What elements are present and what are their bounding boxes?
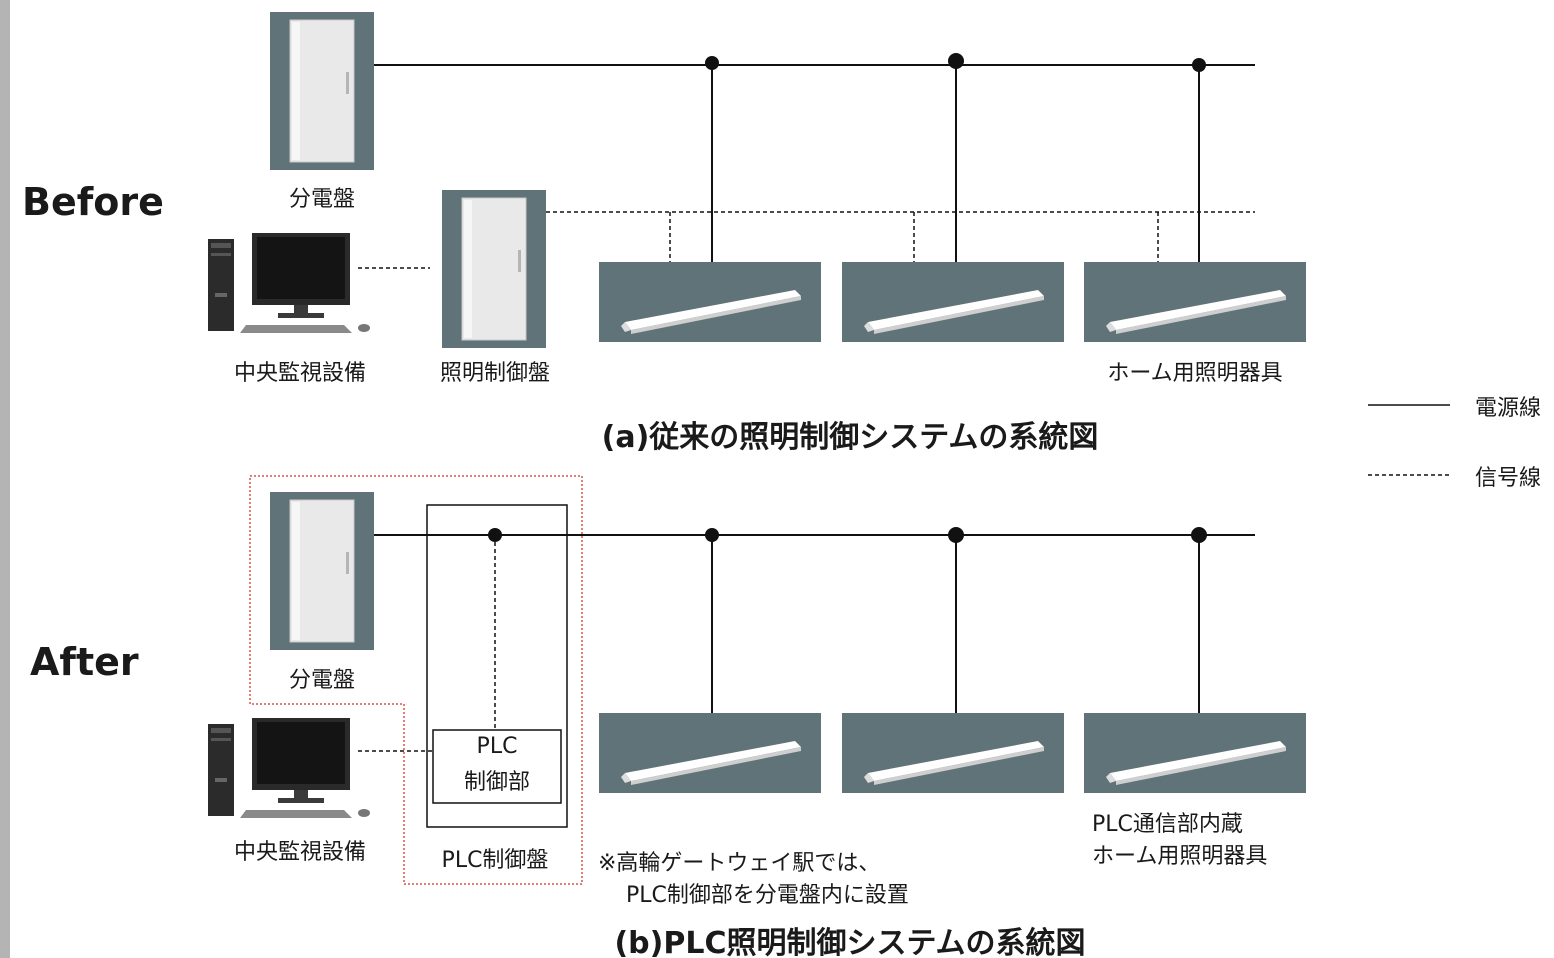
legend-lines xyxy=(1368,404,1450,476)
before-light-fixture-1 xyxy=(599,262,821,342)
plc-control-unit-label-line1: PLC xyxy=(476,734,518,759)
after-fixtures-label-line2: ホーム用照明器具 xyxy=(1092,844,1268,869)
system-diagram: Before 分電盤 中央監視設備 照明制御盤 ホーム用照明器具 (a)従来の照… xyxy=(10,0,1554,958)
after-note-line1: ※高輪ゲートウェイ駅では、 xyxy=(598,851,881,876)
after-light-fixture-3 xyxy=(1084,713,1306,793)
after-central-monitoring-pc-icon xyxy=(208,718,370,818)
before-lighting-control-panel-image xyxy=(441,189,547,349)
before-lighting-control-panel-label: 照明制御盤 xyxy=(439,361,550,386)
before-fixtures-label: ホーム用照明器具 xyxy=(1107,361,1283,386)
before-light-fixture-2 xyxy=(842,262,1064,342)
after-light-fixture-2 xyxy=(842,713,1064,793)
after-diagram xyxy=(208,475,1306,885)
after-caption: (b)PLC照明制御システムの系統図 xyxy=(614,926,1086,958)
legend-signal-line-label: 信号線 xyxy=(1475,466,1542,491)
plc-control-unit-box xyxy=(432,729,562,804)
before-signal-lines xyxy=(358,211,1255,269)
after-light-fixture-1 xyxy=(599,713,821,793)
after-junction-dots xyxy=(488,527,1207,543)
after-power-lines xyxy=(374,534,1255,713)
plc-control-panel-box xyxy=(426,504,568,828)
diagram-graphics xyxy=(208,11,1450,885)
after-distribution-board-image xyxy=(269,491,375,651)
after-red-outline xyxy=(249,475,583,885)
before-distribution-board-image xyxy=(269,11,375,171)
before-distribution-board-label: 分電盤 xyxy=(288,187,355,212)
after-heading: After xyxy=(30,640,139,684)
after-signal-lines xyxy=(358,535,496,752)
before-power-lines xyxy=(374,64,1255,262)
before-caption: (a)従来の照明制御システムの系統図 xyxy=(601,420,1099,455)
before-diagram xyxy=(208,11,1306,349)
before-central-monitoring-label: 中央監視設備 xyxy=(233,361,366,386)
after-distribution-board-label: 分電盤 xyxy=(288,668,355,693)
after-note-line2: PLC制御部を分電盤内に設置 xyxy=(626,883,909,908)
after-central-monitoring-label: 中央監視設備 xyxy=(233,840,366,865)
before-heading: Before xyxy=(22,180,164,224)
before-junction-dots xyxy=(705,53,1206,72)
legend-power-line-label: 電源線 xyxy=(1475,396,1542,421)
before-light-fixture-3 xyxy=(1084,262,1306,342)
before-central-monitoring-pc-icon xyxy=(208,233,370,333)
after-fixtures-label-line1: PLC通信部内蔵 xyxy=(1092,812,1243,837)
plc-control-unit-label-line2: 制御部 xyxy=(463,770,530,795)
plc-control-panel-label: PLC制御盤 xyxy=(441,848,549,873)
